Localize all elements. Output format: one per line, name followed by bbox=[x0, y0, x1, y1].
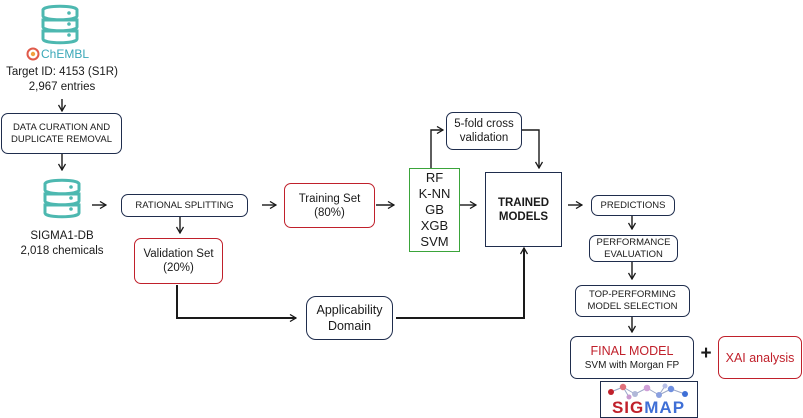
performance-evaluation-box: PERFORMANCE EVALUATION bbox=[589, 235, 678, 262]
sigma-db-name: SIGMA1-DB bbox=[30, 230, 94, 242]
arrow-cv-to-trained bbox=[522, 129, 539, 168]
arrow-validation-to-applicability bbox=[176, 285, 296, 318]
data-curation-line1: DATA CURATION AND bbox=[12, 121, 111, 133]
sigmap-part2: MAP bbox=[644, 398, 686, 417]
cross-validation-box: 5-fold cross validation bbox=[446, 112, 522, 150]
performance-line2: EVALUATION bbox=[604, 248, 663, 260]
arrow-applicability-to-trained bbox=[396, 248, 524, 319]
validation-set-line1: Validation Set bbox=[143, 248, 214, 260]
top-performing-line1: TOP-PERFORMING bbox=[589, 289, 676, 300]
final-model-subtitle: SVM with Morgan FP bbox=[584, 359, 680, 371]
sigmap-wordmark: SIGMAP bbox=[601, 399, 696, 417]
database-icon bbox=[41, 4, 79, 45]
data-curation-box: DATA CURATION AND DUPLICATE REMOVAL bbox=[1, 113, 122, 154]
predictions-label: PREDICTIONS bbox=[600, 199, 666, 211]
applicability-line2: Domain bbox=[327, 319, 372, 333]
chembl-logo: ChEMBL bbox=[26, 47, 89, 61]
rational-splitting-label: RATIONAL SPLITTING bbox=[135, 199, 234, 211]
cross-validation-line2: validation bbox=[459, 132, 509, 144]
model-list-box: RF K-NN GB XGB SVM bbox=[409, 168, 460, 252]
validation-set-line2: (20%) bbox=[163, 262, 194, 274]
applicability-domain-box: Applicability Domain bbox=[306, 296, 393, 340]
top-performing-box: TOP-PERFORMING MODEL SELECTION bbox=[575, 285, 690, 317]
model-item-xgb: XGB bbox=[420, 218, 449, 233]
arrow-models-to-cv bbox=[430, 130, 443, 168]
xai-analysis-box: XAI analysis bbox=[718, 336, 802, 379]
rational-splitting-box: RATIONAL SPLITTING bbox=[121, 194, 248, 217]
validation-set-box: Validation Set (20%) bbox=[134, 238, 223, 284]
final-model-title: FINAL MODEL bbox=[590, 343, 674, 358]
model-item-svm: SVM bbox=[420, 234, 449, 249]
performance-line1: PERFORMANCE bbox=[596, 236, 671, 248]
predictions-box: PREDICTIONS bbox=[591, 195, 675, 216]
model-item-gb: GB bbox=[425, 202, 444, 217]
training-set-line2: (80%) bbox=[314, 206, 345, 219]
target-id-text: Target ID: 4153 (S1R) bbox=[6, 66, 118, 78]
chembl-logo-text: ChEMBL bbox=[41, 47, 90, 61]
cross-validation-line1: 5-fold cross bbox=[454, 118, 514, 130]
model-item-knn: K-NN bbox=[418, 186, 451, 201]
chembl-logo-icon bbox=[26, 47, 40, 61]
final-model-box: FINAL MODEL SVM with Morgan FP bbox=[570, 336, 694, 379]
model-item-rf: RF bbox=[425, 170, 444, 185]
trained-models-line2: MODELS bbox=[498, 210, 549, 223]
plus-sign: + bbox=[700, 343, 712, 364]
data-curation-line2: DUPLICATE REMOVAL bbox=[10, 133, 112, 145]
database-icon bbox=[43, 178, 81, 219]
sigmap-logo: SIGMAP bbox=[600, 381, 698, 418]
molecule-network-icon bbox=[608, 383, 688, 400]
trained-models-box: TRAINED MODELS bbox=[485, 172, 562, 247]
entries-text: 2,967 entries bbox=[28, 81, 96, 93]
xai-analysis-label: XAI analysis bbox=[725, 350, 795, 365]
training-set-line1: Training Set bbox=[298, 192, 361, 205]
sigmap-part1: SIG bbox=[611, 398, 645, 417]
top-performing-line2: MODEL SELECTION bbox=[587, 301, 678, 312]
training-set-box: Training Set (80%) bbox=[284, 183, 375, 228]
sigma-db-count: 2,018 chemicals bbox=[20, 245, 104, 257]
applicability-line1: Applicability bbox=[316, 303, 383, 317]
trained-models-line1: TRAINED bbox=[497, 196, 550, 209]
